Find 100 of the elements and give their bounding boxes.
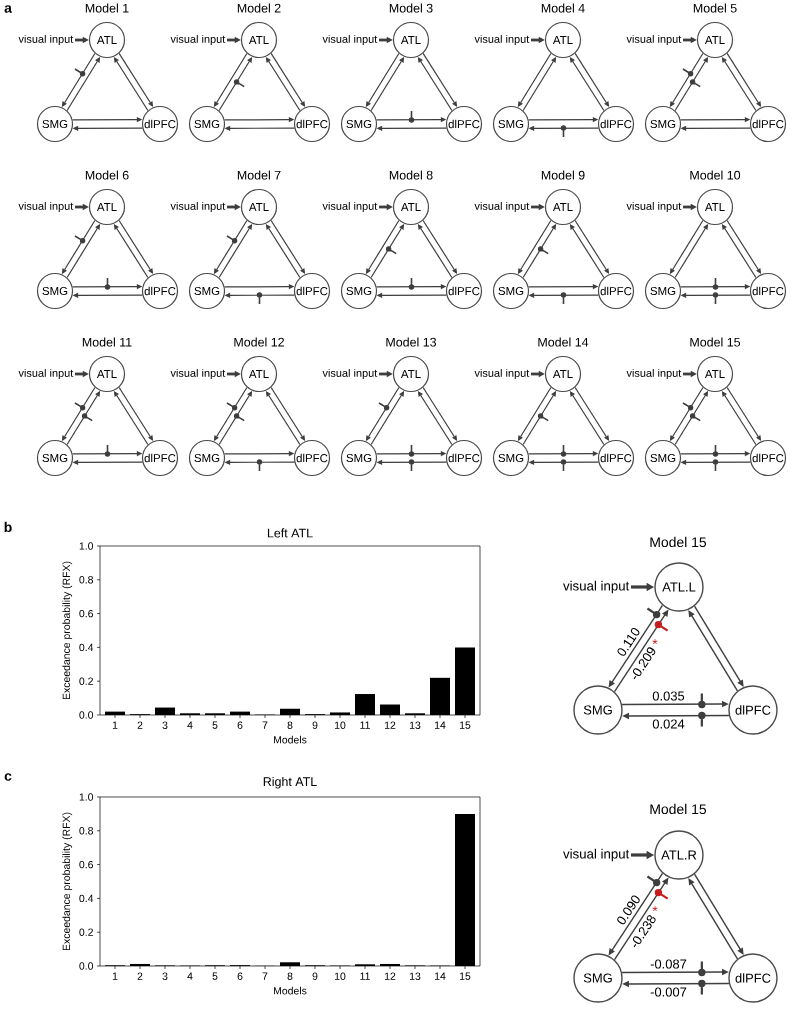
- panel-letter: a: [4, 5, 12, 13]
- model-title: Model 9: [541, 170, 585, 180]
- circle-node: ATL: [392, 21, 430, 59]
- circle-node: SMG: [340, 105, 378, 143]
- circle-node: dlPFC: [749, 439, 787, 477]
- circle-node: dlPFC: [293, 105, 331, 143]
- x-tick-label: 4: [187, 972, 193, 980]
- text-label: visual input: [626, 201, 682, 213]
- x-tick-label: 3: [162, 721, 168, 729]
- circle-node: ATL: [392, 188, 430, 226]
- chart-title: Right ATL: [263, 776, 317, 789]
- model-title: Model 14: [538, 337, 589, 347]
- circle-node: ATL: [240, 188, 278, 226]
- x-tick-label: 14: [434, 972, 446, 980]
- circle-node: dlPFC: [445, 439, 483, 477]
- circle-node: dlPFC: [597, 272, 635, 310]
- x-axis-title: Models: [274, 735, 307, 744]
- asterisk: *: [652, 906, 658, 912]
- circle-node: dlPFC: [728, 953, 778, 1003]
- x-tick-label: 7: [262, 972, 268, 980]
- circle-node: SMG: [644, 439, 682, 477]
- circle-node: ATL: [544, 188, 582, 226]
- circle-node: SMG: [340, 272, 378, 310]
- y-tick-label: 1.0: [79, 542, 94, 550]
- circle-node: ATL: [392, 355, 430, 393]
- circle-node: SMG: [36, 439, 74, 477]
- circle-node: dlPFC: [597, 439, 635, 477]
- model-title: Model 15: [650, 536, 707, 548]
- model-title: Model 13: [386, 337, 437, 347]
- circle-node: SMG: [492, 105, 530, 143]
- circle-node: dlPFC: [597, 105, 635, 143]
- text-label: visual input: [322, 201, 378, 213]
- y-tick-label: 0.4: [79, 643, 94, 652]
- circle-node: SMG: [573, 953, 623, 1003]
- circle-node: dlPFC: [445, 272, 483, 310]
- model-title: Model 12: [234, 337, 284, 347]
- x-tick-label: 4: [187, 721, 193, 729]
- x-tick-label: 12: [384, 721, 396, 729]
- y-tick-label: 0.4: [79, 894, 94, 903]
- model-title: Model 15: [690, 337, 741, 347]
- circle-node: dlPFC: [293, 272, 331, 310]
- circle-node: ATL: [240, 21, 278, 59]
- circle-node: SMG: [188, 105, 226, 143]
- edge-label: -0.007: [649, 986, 688, 998]
- text-label: visual input: [18, 201, 74, 213]
- circle-node: ATL: [88, 21, 126, 59]
- x-tick-label: 3: [162, 972, 168, 980]
- text-label: visual input: [474, 368, 530, 380]
- x-tick-label: 5: [212, 972, 218, 980]
- circle-node: SMG: [644, 105, 682, 143]
- y-tick-label: 0.0: [79, 962, 94, 970]
- circle-node: ATL: [88, 355, 126, 393]
- circle-node: SMG: [36, 272, 74, 310]
- circle-node: ATL.L: [654, 562, 704, 612]
- x-tick-label: 8: [287, 721, 293, 729]
- x-tick-label: 6: [237, 721, 243, 729]
- text-label: visual input: [18, 368, 74, 380]
- circle-node: SMG: [188, 272, 226, 310]
- circle-node: SMG: [644, 272, 682, 310]
- x-tick-label: 1: [112, 972, 118, 980]
- text-label: visual input: [170, 368, 226, 380]
- circle-node: ATL.R: [654, 830, 704, 880]
- circle-node: SMG: [188, 439, 226, 477]
- text-label: visual input: [322, 368, 378, 380]
- circle-node: ATL: [696, 21, 734, 59]
- model-title: Model 11: [82, 337, 132, 347]
- x-tick-label: 10: [334, 972, 346, 980]
- y-axis-title: Exceedance probability (RFX): [62, 812, 73, 951]
- text-label: visual input: [18, 34, 74, 46]
- x-tick-label: 7: [262, 721, 268, 729]
- panel-letter: b: [4, 521, 12, 533]
- text-label: visual input: [474, 34, 530, 46]
- y-tick-label: 1.0: [79, 793, 94, 801]
- circle-node: ATL: [240, 355, 278, 393]
- circle-node: ATL: [696, 355, 734, 393]
- x-tick-label: 2: [137, 721, 143, 729]
- x-tick-label: 11: [360, 721, 370, 729]
- circle-node: dlPFC: [141, 105, 179, 143]
- circle-node: ATL: [696, 188, 734, 226]
- panel-letter: c: [4, 773, 12, 781]
- y-tick-label: 0.2: [79, 928, 93, 936]
- model-title: Model 15: [650, 803, 707, 815]
- circle-node: dlPFC: [749, 105, 787, 143]
- x-tick-label: 9: [312, 721, 318, 729]
- circle-node: SMG: [36, 105, 74, 143]
- x-tick-label: 1: [112, 721, 118, 729]
- text-label: visual input: [563, 848, 630, 862]
- x-tick-label: 9: [312, 972, 318, 980]
- text-label: visual input: [170, 34, 226, 46]
- edge-label: 0.035: [651, 690, 686, 702]
- x-tick-label: 14: [434, 721, 446, 729]
- chart-title: Left ATL: [267, 528, 313, 538]
- x-tick-label: 2: [137, 972, 143, 980]
- text-label: visual input: [563, 580, 630, 594]
- circle-node: SMG: [492, 439, 530, 477]
- text-label: visual input: [626, 34, 682, 46]
- x-tick-label: 5: [212, 721, 218, 729]
- x-tick-label: 15: [459, 721, 471, 729]
- y-tick-label: 0.6: [79, 609, 94, 618]
- circle-node: SMG: [573, 685, 623, 735]
